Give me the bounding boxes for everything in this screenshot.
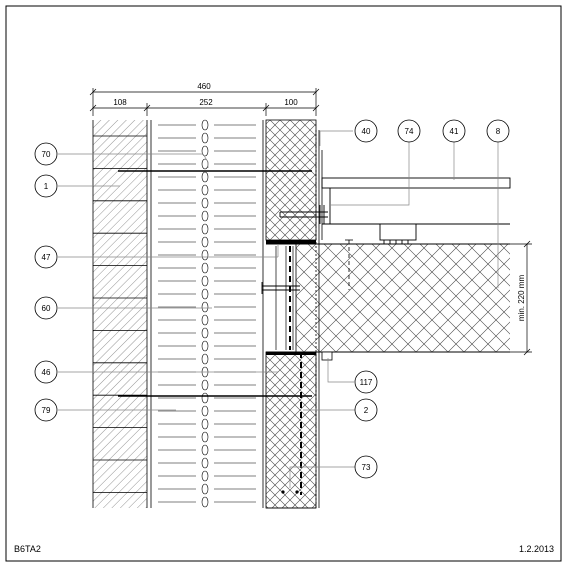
inner-block-leaf — [265, 119, 317, 509]
drawing-border — [5, 5, 562, 562]
callout-41: 41 — [442, 119, 466, 143]
callout-8: 8 — [486, 119, 510, 143]
dim-total: 460 — [197, 82, 211, 91]
anchor-bolts — [261, 205, 328, 294]
svg-text:117: 117 — [360, 378, 373, 387]
slab-edge-insulation — [275, 246, 294, 350]
slab-dimension — [510, 240, 532, 356]
svg-text:74: 74 — [405, 127, 414, 136]
callout-60: 60 — [34, 296, 58, 320]
insulation-layer — [150, 119, 264, 508]
svg-text:79: 79 — [42, 406, 51, 415]
svg-text:47: 47 — [42, 253, 51, 262]
frame-profile — [315, 130, 333, 508]
callout-79: 79 — [34, 398, 58, 422]
callout-73: 73 — [354, 455, 378, 479]
svg-text:2: 2 — [364, 406, 369, 415]
callout-1: 1 — [34, 174, 58, 198]
dim-outer-leaf: 108 — [113, 98, 127, 107]
leader-lines — [58, 130, 499, 488]
vertical-reinforcement — [289, 246, 302, 495]
svg-text:46: 46 — [42, 368, 51, 377]
bottom-dot — [281, 490, 285, 494]
dim-insulation: 252 — [199, 98, 213, 107]
callout-2: 2 — [354, 398, 378, 422]
callout-117: 117 — [354, 370, 378, 394]
svg-text:73: 73 — [362, 463, 371, 472]
dim-slab: min. 220 mm — [517, 275, 526, 322]
svg-text:1: 1 — [44, 182, 49, 191]
dimension-lines — [89, 88, 320, 116]
floor-buildup — [321, 177, 511, 244]
callout-74: 74 — [397, 119, 421, 143]
floor-slab — [266, 240, 510, 355]
callout-46: 46 — [34, 360, 58, 384]
outer-brick-leaf — [92, 120, 148, 508]
svg-text:70: 70 — [42, 150, 51, 159]
svg-text:60: 60 — [42, 304, 51, 313]
svg-text:41: 41 — [450, 127, 459, 136]
callout-40: 40 — [354, 119, 378, 143]
svg-text:8: 8 — [496, 127, 501, 136]
callout-47: 47 — [34, 245, 58, 269]
drawing-date: 1.2.2013 — [519, 544, 554, 554]
bottom-dot — [295, 490, 299, 494]
drawing-code: B6TA2 — [14, 544, 41, 554]
callout-70: 70 — [34, 142, 58, 166]
wall-ties — [118, 170, 312, 397]
dim-inner-leaf: 100 — [284, 98, 298, 107]
svg-text:40: 40 — [362, 127, 371, 136]
